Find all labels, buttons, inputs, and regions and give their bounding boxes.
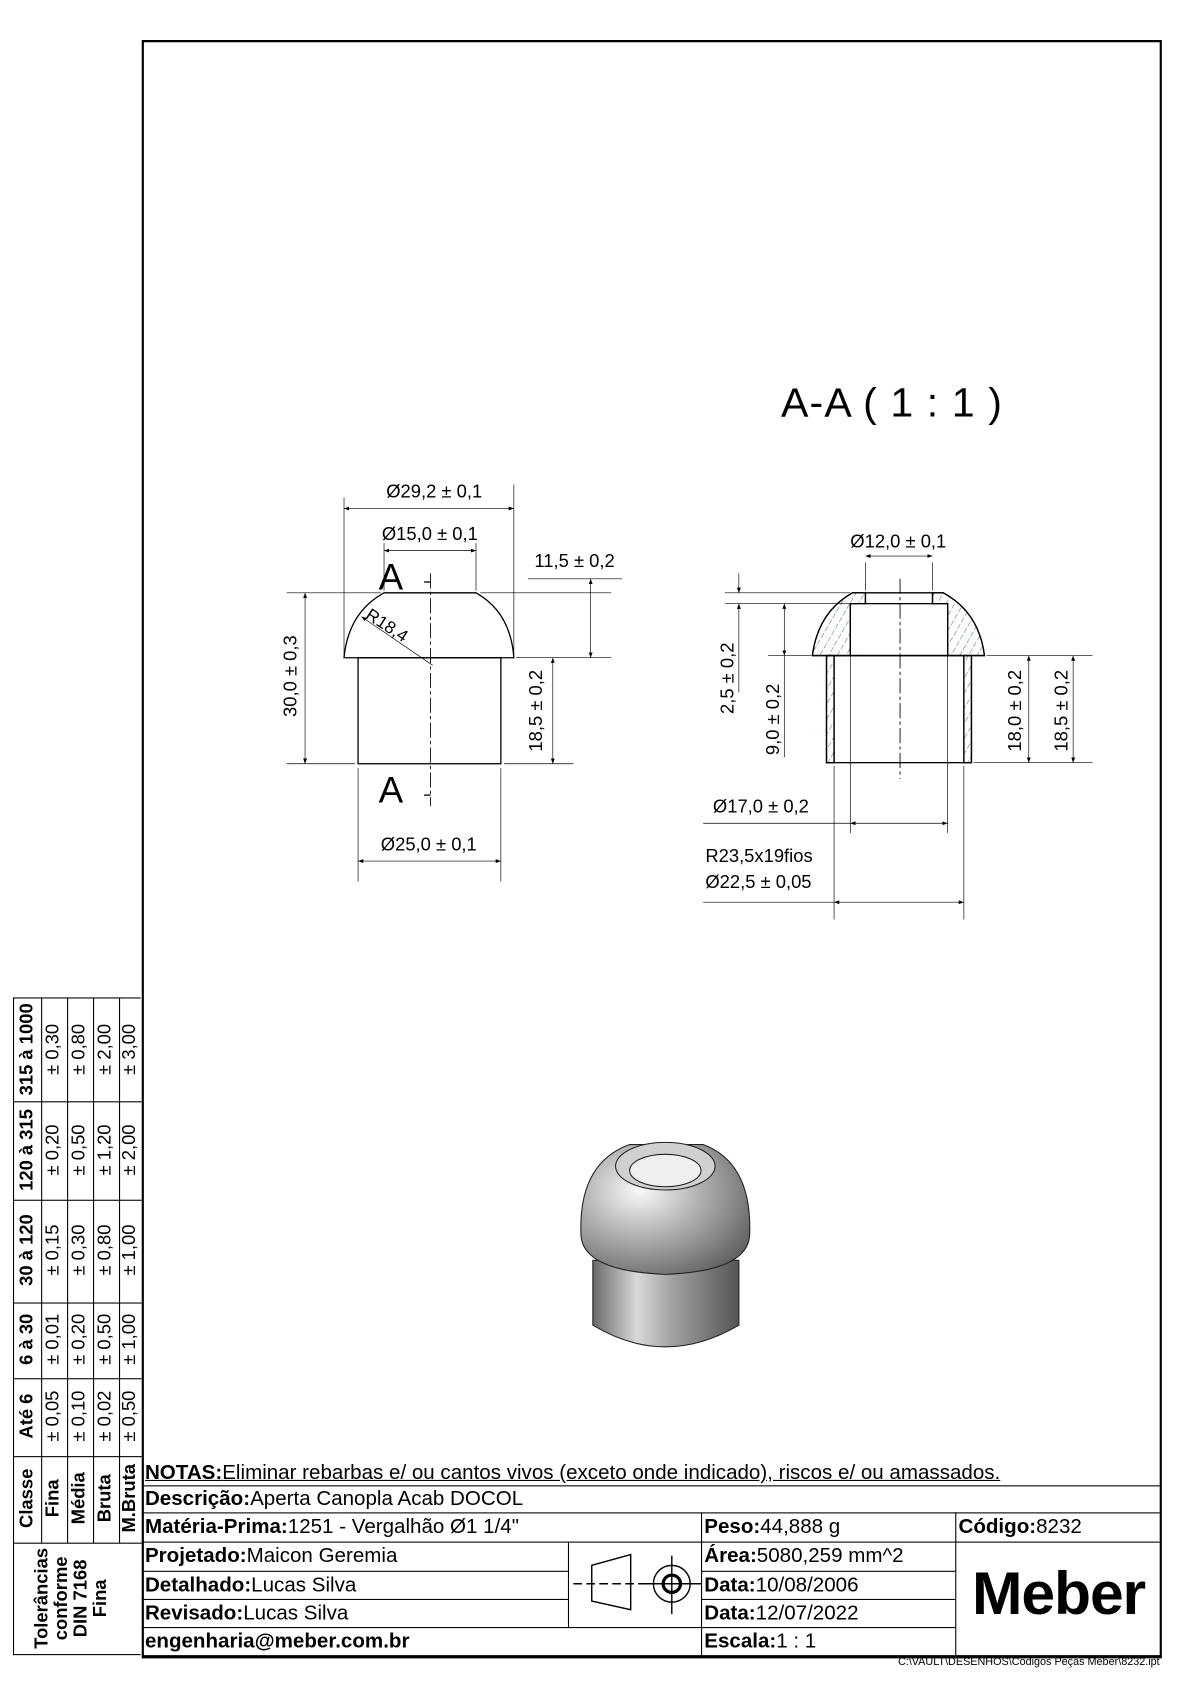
projection-symbol-icon [573,1553,702,1615]
email-link[interactable]: engenharia@meber.com.br [144,1629,410,1653]
tolerance-value: ± 0,20 [42,1124,63,1176]
dim-dome-height: 11,5 ± 0,2 [534,550,615,572]
reviewed-by: Revisado: Lucas Silva [144,1601,349,1625]
weight-cell: Peso: 44,888 g [704,1515,841,1539]
dim-total-height: 30,0 ± 0,3 [280,635,301,717]
front-view [286,484,623,882]
file-path: C:\VAULT\DESENHOS\Códigos Peças Meber\82… [897,1656,1160,1669]
tolerance-value: ± 0,20 [68,1313,89,1365]
tolerance-value: ± 0,50 [94,1313,115,1365]
dim-outer-diameter: Ø29,2 ± 0,1 [386,481,483,502]
tolerance-value: ± 1,20 [94,1124,115,1176]
tolerance-range-header: 120 à 315 [15,1109,37,1191]
dim-top-diameter: Ø15,0 ± 0,1 [381,523,478,545]
material-row: Matéria-Prima: 1251 - Vergalhão Ø1 1/4" [144,1515,520,1539]
dim-shank-height: 18,5 ± 0,2 [525,669,547,752]
tolerance-value: ± 0,10 [68,1390,89,1442]
tolerance-range-header: 315 à 1000 [15,1003,37,1096]
tolerance-value: ± 0,30 [68,1224,89,1276]
dim-counterbore-diameter: Ø17,0 ± 0,2 [712,796,809,817]
created-date: Data: 10/08/2006 [704,1573,859,1597]
dim-section-shank-height: 18,5 ± 0,2 [1051,669,1073,752]
area-cell: Área:5080,259 mm^2 [704,1544,904,1568]
dim-thread-length: 18,0 ± 0,2 [1004,669,1026,752]
tolerance-value: ± 1,00 [118,1313,140,1365]
tolerance-value: ± 1,00 [118,1224,140,1276]
drawing-frame [141,40,1162,1659]
tolerance-value: ± 0,50 [68,1124,89,1176]
tolerance-standard-note: DIN 7168 [70,1559,91,1638]
tolerance-table [12,997,142,1656]
thread-spec: R23,5x19fios [705,845,813,867]
code-cell: Código: 8232 [958,1515,1082,1539]
dim-hole-diameter: Ø12,0 ± 0,1 [850,531,947,552]
tolerance-value: ± 0,50 [118,1390,140,1442]
tolerance-value: ± 0,02 [94,1390,115,1442]
tolerance-class-3: M.Bruta [118,1464,140,1533]
dim-shank-diameter: Ø25,0 ± 0,1 [380,834,477,855]
notes-row: NOTAS: Eliminar rebarbas e/ ou cantos vi… [144,1461,1001,1485]
tolerance-value: ± 0,80 [68,1023,89,1075]
tolerance-class-0: Fina [42,1479,63,1518]
tolerance-value: ± 2,00 [118,1124,140,1176]
detailed-by: Detalhado: Lucas Silva [144,1573,357,1597]
tolerance-value: ± 0,80 [94,1224,115,1276]
tolerance-class-header: Classe [15,1468,37,1528]
section-view [703,554,1093,920]
tolerance-class-2: Bruta [94,1474,115,1523]
part-3d-render [580,1141,751,1348]
tolerance-value: ± 0,01 [42,1313,63,1365]
tolerance-range-header: 6 à 30 [15,1313,37,1365]
tolerance-value: ± 0,15 [42,1224,63,1276]
tolerance-standard-note: conforme [50,1556,72,1641]
tolerance-range-header: 30 à 120 [15,1214,37,1286]
tolerance-value: ± 0,05 [42,1390,63,1442]
designed-by: Projetado: Maicon Geremia [144,1544,398,1568]
dim-top-thickness: 2,5 ± 0,2 [717,642,738,715]
tolerance-class-1: Média [68,1472,89,1525]
section-marker-top: A [378,557,404,599]
dim-thread-diameter: Ø22,5 ± 0,05 [705,871,812,893]
section-marker-bottom: A [378,770,404,812]
revised-date: Data: 12/07/2022 [704,1601,859,1625]
scale-cell: Escala: 1 : 1 [704,1629,817,1653]
dim-counterbore-depth: 9,0 ± 0,2 [762,683,784,756]
tolerance-range-header: Até 6 [15,1393,37,1439]
tolerance-value: ± 2,00 [94,1023,115,1075]
section-view-title: A-A ( 1 : 1 ) [781,380,1004,427]
tolerance-value: ± 0,30 [42,1023,63,1075]
tolerance-standard-note: Fina [89,1579,111,1618]
tolerance-value: ± 3,00 [118,1023,140,1075]
company-logo: Meber [972,1558,1146,1628]
tolerance-standard-note: Tolerâncias [31,1547,52,1649]
description-row: Descrição: Aperta Canopla Acab DOCOL [144,1487,524,1511]
